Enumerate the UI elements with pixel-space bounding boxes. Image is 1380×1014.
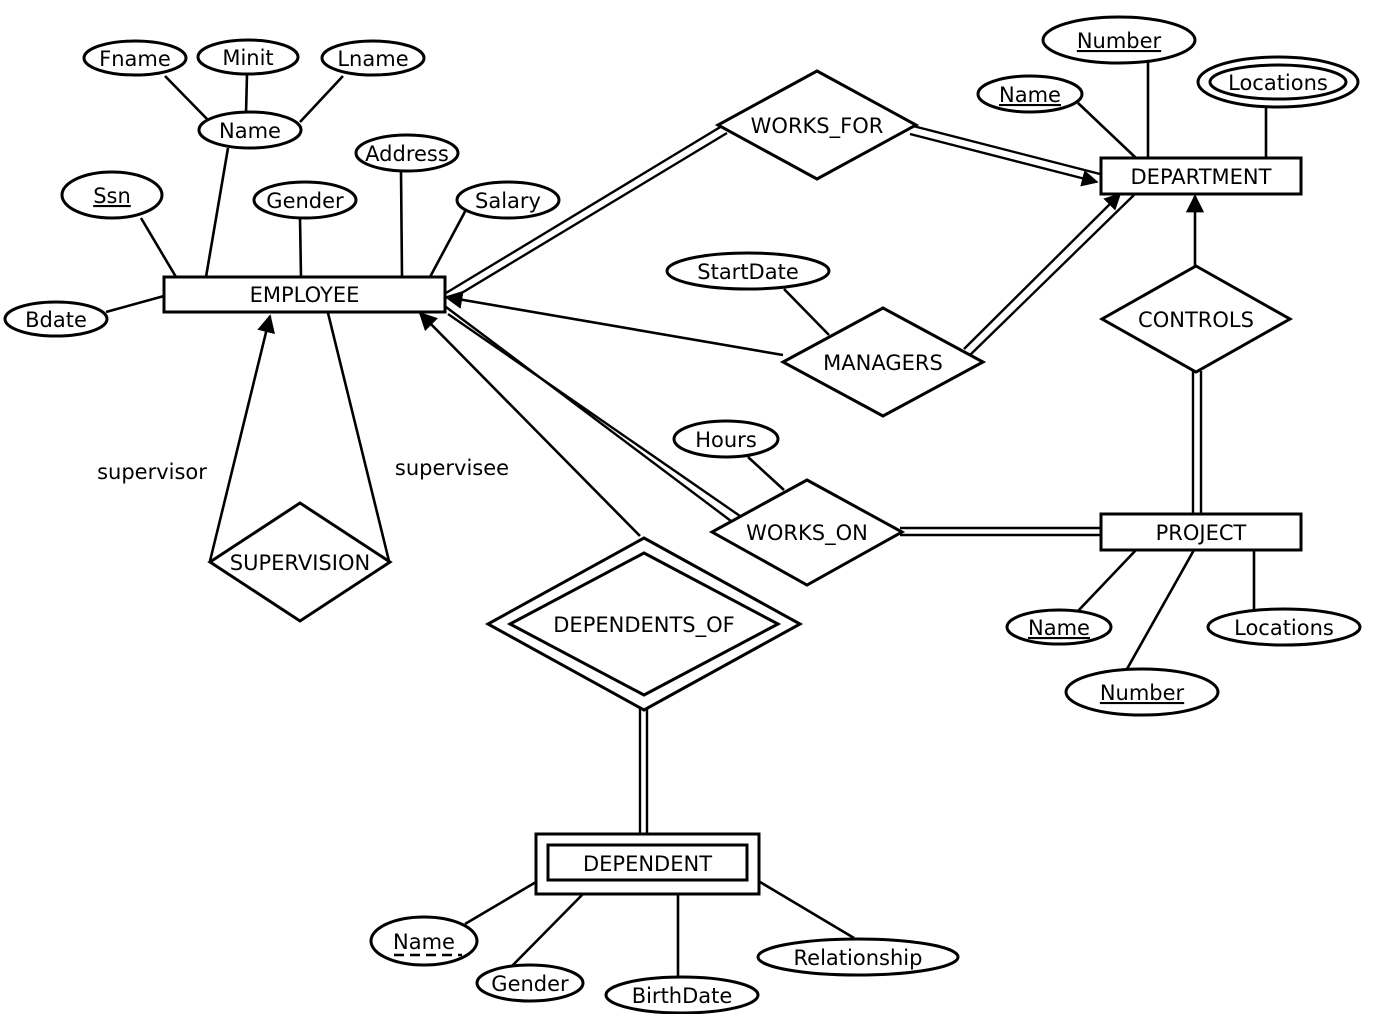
line-project-number xyxy=(1125,549,1196,670)
line-worksfor-employee-b xyxy=(449,131,728,302)
line-dependentsof-employee xyxy=(418,311,641,537)
line-managers-employee xyxy=(444,290,784,357)
connectors xyxy=(105,62,1268,978)
partial-key-attribute-dependent-name[interactable]: Name xyxy=(369,915,479,967)
entity-project[interactable]: PROJECT xyxy=(1099,512,1303,552)
entity-employee[interactable]: EMPLOYEE xyxy=(162,275,447,314)
relationship-supervision[interactable]: SUPERVISION xyxy=(207,501,393,623)
key-attribute-department-name[interactable]: Name xyxy=(976,74,1084,114)
line-hours-workson xyxy=(747,456,785,491)
attribute-salary[interactable]: Salary xyxy=(455,180,561,220)
attribute-dependent-relationship[interactable]: Relationship xyxy=(756,937,960,977)
line-salary-employee xyxy=(428,205,470,278)
attribute-address-label: Address xyxy=(365,142,449,166)
attribute-department-number-label: Number xyxy=(1077,29,1162,53)
attribute-hours[interactable]: Hours xyxy=(672,419,780,459)
attribute-startdate[interactable]: StartDate xyxy=(665,251,831,291)
attribute-hours-label: Hours xyxy=(695,428,757,452)
line-dependent-name xyxy=(464,880,537,926)
line-dept-name xyxy=(1077,102,1137,159)
relationship-dependents-of-label: DEPENDENTS_OF xyxy=(553,613,735,638)
entity-project-label: PROJECT xyxy=(1156,521,1247,545)
line-project-name xyxy=(1077,549,1137,612)
key-attribute-ssn[interactable]: Ssn xyxy=(60,170,164,220)
line-startdate-managers xyxy=(783,288,830,336)
attribute-dependent-birthdate[interactable]: BirthDate xyxy=(604,975,760,1014)
attribute-dependent-name-label: Name xyxy=(393,930,455,954)
attribute-fname-label: Fname xyxy=(99,47,171,71)
attribute-startdate-label: StartDate xyxy=(697,260,799,284)
attribute-fname[interactable]: Fname xyxy=(82,39,188,77)
attribute-dependent-birthdate-label: BirthDate xyxy=(632,984,733,1008)
attribute-gender-label: Gender xyxy=(266,189,344,213)
relationship-works-on[interactable]: WORKS_ON xyxy=(708,478,906,587)
relationship-controls[interactable]: CONTROLS xyxy=(1098,264,1294,374)
line-minit-name xyxy=(244,73,249,115)
line-supervision-supervisor xyxy=(208,314,275,562)
line-workson-employee-a xyxy=(445,306,736,525)
attribute-dependent-relationship-label: Relationship xyxy=(794,946,923,970)
attribute-project-locations-label: Locations xyxy=(1234,616,1334,640)
attribute-project-locations[interactable]: Locations xyxy=(1206,607,1362,647)
line-worksfor-department-a xyxy=(912,124,1101,176)
line-dependent-gender xyxy=(510,893,584,968)
line-worksfor-department-b xyxy=(909,132,1099,187)
line-fname-name xyxy=(164,75,209,121)
composite-attribute-name[interactable]: Name xyxy=(197,110,303,150)
weak-entity-dependent[interactable]: DEPENDENT xyxy=(534,832,761,896)
line-lname-name xyxy=(299,75,344,123)
attribute-dependent-gender[interactable]: Gender xyxy=(475,963,585,1003)
line-dependent-relationship xyxy=(759,880,855,940)
attribute-lname-label: Lname xyxy=(337,47,408,71)
attribute-minit[interactable]: Minit xyxy=(196,38,300,76)
attribute-department-name-label: Name xyxy=(999,83,1061,107)
line-bdate-employee xyxy=(105,294,165,314)
attribute-lname[interactable]: Lname xyxy=(320,39,426,77)
multivalued-attribute-department-locations[interactable]: Locations xyxy=(1196,55,1360,109)
attribute-bdate[interactable]: Bdate xyxy=(3,300,109,338)
line-managers-department-a xyxy=(963,192,1122,350)
line-worksfor-employee-a xyxy=(445,124,723,295)
key-attribute-project-name[interactable]: Name xyxy=(1005,608,1113,646)
entity-employee-label: EMPLOYEE xyxy=(250,283,360,307)
entity-department[interactable]: DEPARTMENT xyxy=(1099,156,1303,196)
key-attribute-project-number[interactable]: Number xyxy=(1064,667,1220,717)
attribute-ssn-label: Ssn xyxy=(93,184,131,208)
entity-dependent-label: DEPENDENT xyxy=(583,852,712,876)
relationship-managers-label: MANAGERS xyxy=(823,351,943,375)
relationship-works-for[interactable]: WORKS_FOR xyxy=(714,69,920,181)
line-gender-employee xyxy=(298,217,303,278)
relationship-supervision-label: SUPERVISION xyxy=(230,551,370,575)
line-workson-employee-b xyxy=(447,313,741,517)
line-address-employee xyxy=(399,169,404,278)
key-attribute-department-number[interactable]: Number xyxy=(1041,15,1197,65)
entity-department-label: DEPARTMENT xyxy=(1131,165,1272,189)
attribute-gender[interactable]: Gender xyxy=(252,180,358,220)
relationship-controls-label: CONTROLS xyxy=(1138,308,1254,332)
role-supervisor-label: supervisor xyxy=(97,460,207,484)
line-ssn-employee xyxy=(139,217,178,278)
identifying-relationship-dependents-of[interactable]: DEPENDENTS_OF xyxy=(484,536,804,712)
line-managers-department-b xyxy=(969,194,1135,356)
attribute-address[interactable]: Address xyxy=(354,133,460,173)
line-supervision-supervisee xyxy=(326,312,391,562)
relationship-works-for-label: WORKS_FOR xyxy=(751,114,884,139)
attribute-project-name-label: Name xyxy=(1028,616,1090,640)
attribute-project-number-label: Number xyxy=(1100,681,1185,705)
attribute-salary-label: Salary xyxy=(475,189,541,213)
relationship-managers[interactable]: MANAGERS xyxy=(779,306,987,418)
role-supervisee-label: supervisee xyxy=(395,456,509,480)
attribute-minit-label: Minit xyxy=(222,46,273,70)
attribute-department-locations-label: Locations xyxy=(1228,71,1328,95)
relationship-works-on-label: WORKS_ON xyxy=(746,521,868,546)
attribute-bdate-label: Bdate xyxy=(25,308,87,332)
attribute-name-label: Name xyxy=(219,119,281,143)
attribute-dependent-gender-label: Gender xyxy=(491,972,569,996)
line-name-employee xyxy=(204,147,230,278)
